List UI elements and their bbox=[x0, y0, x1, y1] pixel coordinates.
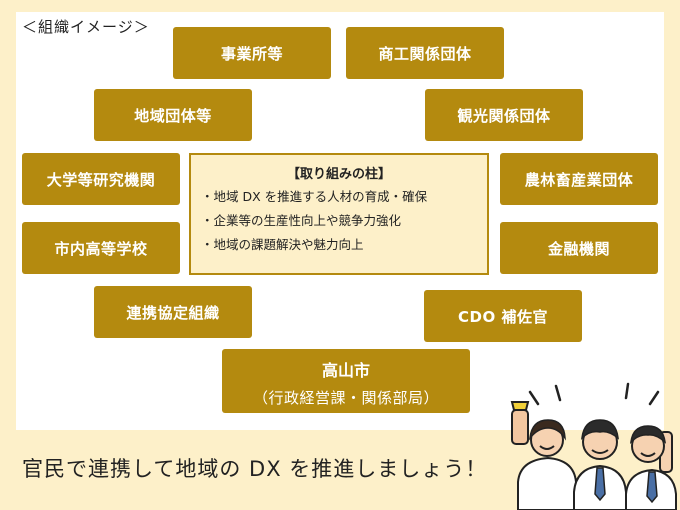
org-finance: 金融機関 bbox=[500, 222, 658, 274]
org-tourism: 観光関係団体 bbox=[425, 89, 583, 141]
cheering-people-illustration bbox=[510, 382, 677, 510]
pillar-item: ・地域の課題解決や魅力向上 bbox=[201, 237, 364, 252]
pillar-item: ・地域 DX を推進する人材の育成・確保 bbox=[201, 189, 428, 204]
footer-slogan: 官民で連携して地域の DX を推進しましょう！ bbox=[22, 457, 488, 481]
org-university: 大学等研究機関 bbox=[22, 153, 180, 205]
person-right bbox=[625, 425, 677, 510]
person-middle bbox=[573, 419, 627, 510]
pillar-item: ・企業等の生産性向上や競争力強化 bbox=[201, 213, 402, 228]
org-schools: 市内高等学校 bbox=[22, 222, 180, 274]
city-box: 高山市 （行政経営課・関係部局） bbox=[222, 349, 470, 413]
pillars-title: 【取り組みの柱】 bbox=[286, 167, 391, 182]
org-partnership: 連携協定組織 bbox=[94, 286, 252, 338]
person-left bbox=[510, 401, 577, 510]
city-name: 高山市 bbox=[321, 361, 370, 380]
org-agriculture: 農林畜産業団体 bbox=[500, 153, 658, 205]
diagram-title: ＜組織イメージ＞ bbox=[22, 18, 150, 36]
org-regional: 地域団体等 bbox=[94, 89, 252, 141]
city-departments: （行政経営課・関係部局） bbox=[252, 389, 439, 407]
org-business: 事業所等 bbox=[173, 27, 331, 79]
pillars-box: 【取り組みの柱】 ・地域 DX を推進する人材の育成・確保 ・企業等の生産性向上… bbox=[189, 153, 489, 275]
org-commerce: 商工関係団体 bbox=[346, 27, 504, 79]
org-cdo: CDO 補佐官 bbox=[424, 290, 582, 342]
